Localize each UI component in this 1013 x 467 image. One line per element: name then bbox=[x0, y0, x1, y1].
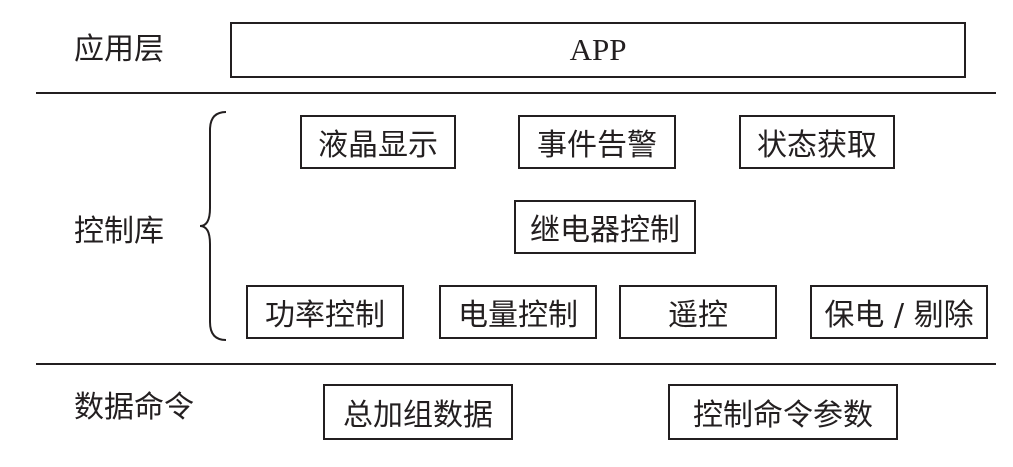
event-alarm-box: 事件告警 bbox=[518, 115, 676, 169]
relay-control-box: 继电器控制 bbox=[514, 200, 696, 254]
data-commands-label: 数据命令 bbox=[74, 390, 194, 425]
guarantee-shedding-box: 保电 / 剔除 bbox=[810, 285, 988, 339]
remote-control-box: 遥控 bbox=[619, 285, 777, 339]
lcd-display-box: 液晶显示 bbox=[300, 115, 456, 169]
energy-control-box: 电量控制 bbox=[439, 285, 597, 339]
divider-top bbox=[36, 92, 996, 94]
divider-bottom bbox=[36, 363, 996, 365]
control-command-params-box: 控制命令参数 bbox=[668, 384, 898, 440]
total-group-data-box: 总加组数据 bbox=[323, 384, 513, 440]
brace-icon bbox=[199, 111, 227, 341]
app-layer-label: 应用层 bbox=[74, 32, 164, 67]
app-box: APP bbox=[230, 22, 966, 78]
status-acquire-box: 状态获取 bbox=[739, 115, 895, 169]
control-library-label: 控制库 bbox=[74, 214, 164, 249]
power-control-box: 功率控制 bbox=[246, 285, 404, 339]
